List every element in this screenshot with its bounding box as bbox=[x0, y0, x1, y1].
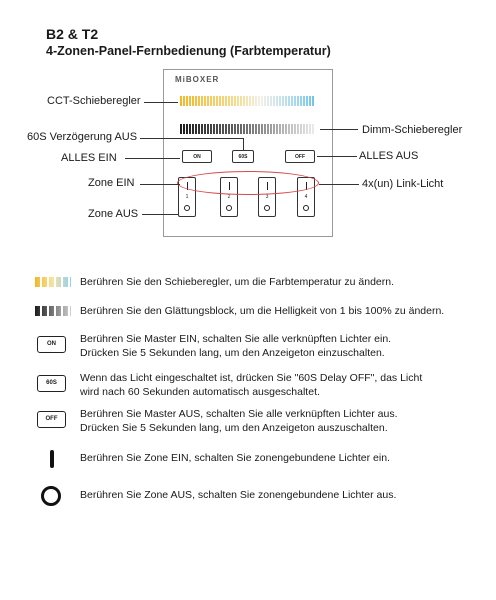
all-on-button[interactable]: ON bbox=[182, 150, 212, 163]
callout-line bbox=[142, 214, 178, 215]
callout-delay-off: 60S Verzögerung AUS bbox=[27, 131, 138, 143]
brand-logo: MiBOXER bbox=[175, 75, 220, 84]
legend-off-line1: Berühren Sie Master AUS, schalten Sie al… bbox=[80, 408, 398, 420]
zone-off-icon bbox=[41, 486, 61, 506]
zone-off-mark bbox=[184, 205, 190, 211]
link-light-highlight bbox=[177, 171, 319, 195]
callout-dim-slider: Dimm-Schieberegler bbox=[362, 124, 463, 136]
callout-line bbox=[317, 156, 357, 157]
legend-dim-text: Berühren Sie den Glättungsblock, um die … bbox=[80, 305, 445, 317]
callout-zone-off: Zone AUS bbox=[88, 208, 139, 220]
callout-line bbox=[320, 129, 358, 130]
callout-zone-on: Zone EIN bbox=[88, 177, 135, 189]
page-title: B2 & T2 bbox=[46, 26, 99, 42]
zone-off-mark bbox=[226, 205, 232, 211]
callout-line bbox=[319, 184, 359, 185]
legend-zone-on-text: Berühren Sie Zone EIN, schalten Sie zone… bbox=[80, 452, 390, 464]
dimming-slider[interactable] bbox=[180, 124, 315, 134]
dim-swatch-icon bbox=[35, 306, 71, 316]
callout-link-light: 4x(un) Link-Licht bbox=[362, 178, 444, 190]
zone-on-icon bbox=[50, 450, 54, 468]
legend-delay-line1: Wenn das Licht eingeschaltet ist, drücke… bbox=[80, 372, 423, 384]
callout-line bbox=[125, 158, 180, 159]
legend-on-line1: Berühren Sie Master EIN, schalten Sie al… bbox=[80, 333, 392, 345]
callout-cct-slider: CCT-Schieberegler bbox=[47, 95, 141, 107]
legend-off-line2: Drücken Sie 5 Sekunden lang, um den Anze… bbox=[80, 422, 388, 434]
zone-number: 1 bbox=[185, 194, 189, 200]
cct-swatch-icon bbox=[35, 277, 71, 287]
zone-number: 2 bbox=[227, 194, 231, 200]
callout-all-off: ALLES AUS bbox=[359, 150, 419, 162]
callout-line bbox=[140, 184, 180, 185]
all-off-button[interactable]: OFF bbox=[285, 150, 315, 163]
zone-off-mark bbox=[264, 205, 270, 211]
legend-cct-text: Berühren Sie den Schieberegler, um die F… bbox=[80, 276, 395, 288]
callout-line bbox=[144, 102, 178, 103]
zone-number: 4 bbox=[304, 194, 308, 200]
on-button-icon: ON bbox=[37, 336, 66, 353]
cct-slider[interactable] bbox=[180, 96, 315, 106]
callout-line bbox=[140, 138, 243, 139]
off-button-icon: OFF bbox=[37, 411, 66, 428]
page-subtitle: 4-Zonen-Panel-Fernbedienung (Farbtempera… bbox=[46, 44, 331, 58]
delay-button-icon: 60S bbox=[37, 375, 66, 392]
zone-off-mark bbox=[303, 205, 309, 211]
legend-zone-off-text: Berühren Sie Zone AUS, schalten Sie zone… bbox=[80, 489, 397, 501]
callout-all-on: ALLES EIN bbox=[61, 152, 117, 164]
callout-line bbox=[243, 138, 244, 150]
legend-delay-line2: wird nach 60 Sekunden automatisch ausges… bbox=[80, 386, 320, 398]
delay-off-button[interactable]: 60S bbox=[232, 150, 254, 163]
zone-number: 3 bbox=[265, 194, 269, 200]
legend-on-line2: Drücken Sie 5 Sekunden lang, um den Anze… bbox=[80, 347, 385, 359]
